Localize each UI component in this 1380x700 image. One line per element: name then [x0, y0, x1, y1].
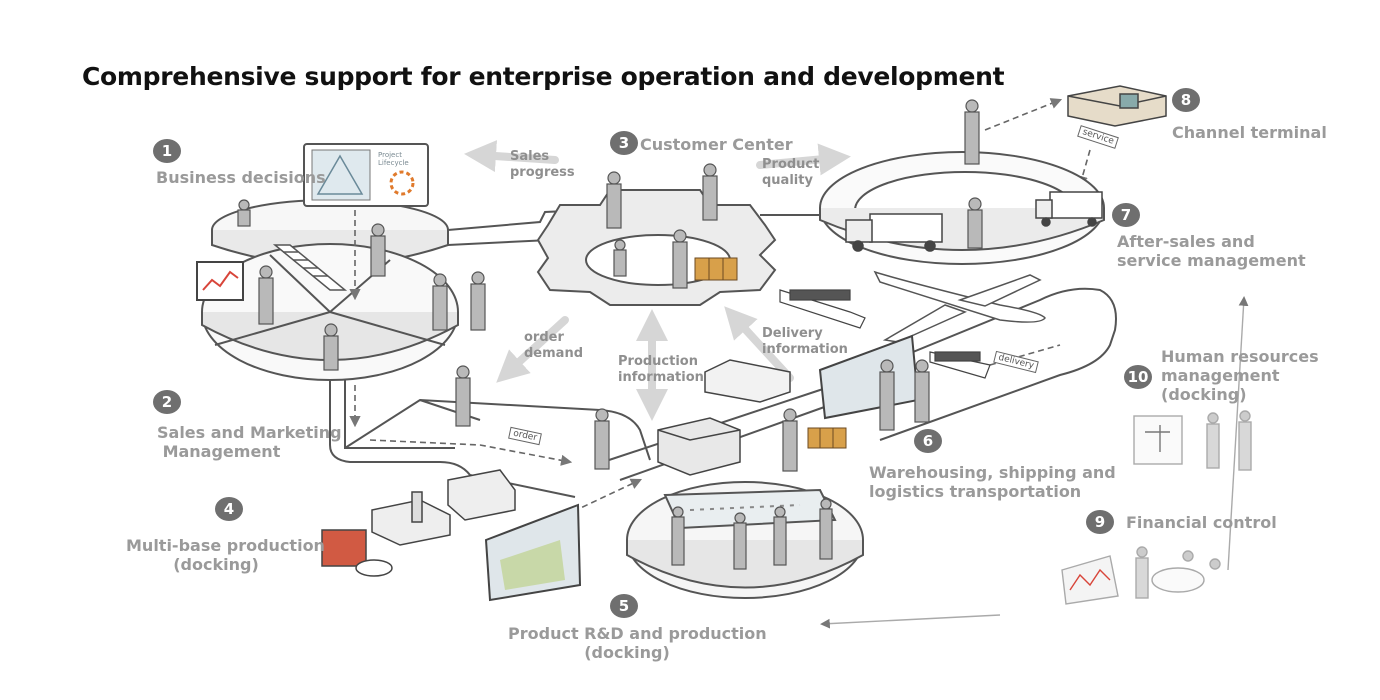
node-label-3: Customer Center: [640, 135, 793, 154]
production-platform: [626, 481, 864, 599]
warehouses: [657, 359, 791, 476]
node-label-7: After-sales and service management: [1117, 232, 1306, 270]
node-label-2: Sales and Marketing Management: [157, 423, 342, 461]
channel-terminal-shop: [1067, 85, 1167, 127]
node-badge-9: 9: [1086, 510, 1114, 534]
flow-label-delivery-information: Delivery information: [762, 326, 848, 357]
node-label-10: Human resources management (docking): [1161, 347, 1319, 404]
project-lifecycle-board: [303, 143, 429, 207]
node-label-8: Channel terminal: [1172, 123, 1327, 142]
flow-label-sales-progress: Sales progress: [510, 149, 575, 180]
node-label-6: Warehousing, shipping and logistics tran…: [869, 463, 1116, 501]
node-badge-2: 2: [153, 390, 181, 414]
people-figures: [237, 99, 983, 570]
factories: [321, 469, 516, 577]
node-label-5: Product R&D and production (docking): [508, 624, 767, 662]
page-title: Comprehensive support for enterprise ope…: [82, 62, 1005, 91]
cargo-boxes: [694, 257, 847, 449]
trucks: [845, 191, 1103, 252]
cargo-ships: [779, 289, 991, 379]
node-badge-1: 1: [153, 139, 181, 163]
node-badge-4: 4: [215, 497, 243, 521]
stairs: [272, 244, 348, 291]
flow-label-product-quality: Product quality: [762, 157, 820, 188]
project-lifecycle-text: Project Lifecycle: [378, 151, 409, 167]
flow-label-order-demand: order demand: [524, 330, 584, 361]
airplane: [873, 270, 1046, 343]
node-label-4: Multi-base production (docking): [126, 536, 325, 574]
node-badge-7: 7: [1112, 203, 1140, 227]
support-panel: [820, 296, 1252, 629]
flow-arrows: [464, 140, 851, 421]
flow-label-production-information: Production information: [618, 354, 704, 385]
node-badge-3: 3: [610, 131, 638, 155]
node-badge-10: 10: [1124, 365, 1152, 389]
node-badge-8: 8: [1172, 88, 1200, 112]
customer-center-gear: [536, 189, 777, 306]
node-label-9: Financial control: [1126, 513, 1277, 532]
node-badge-6: 6: [914, 429, 942, 453]
node-badge-5: 5: [610, 594, 638, 618]
node-label-1: Business decisions: [156, 168, 326, 187]
